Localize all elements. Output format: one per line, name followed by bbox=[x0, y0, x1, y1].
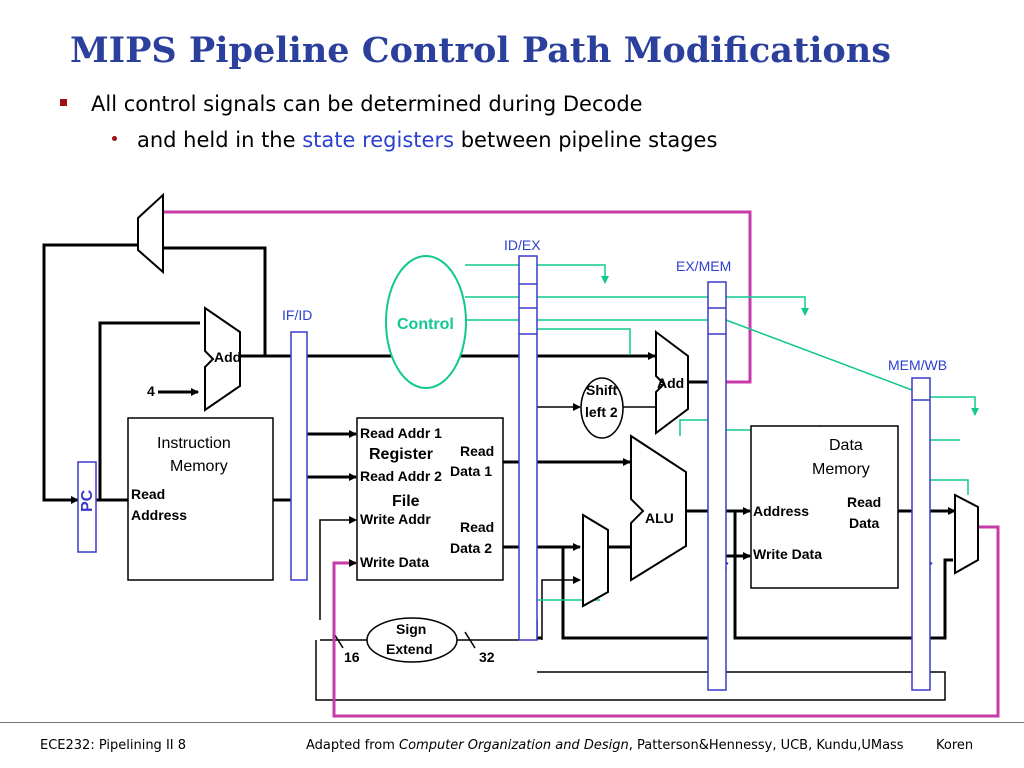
alu-src-mux bbox=[582, 513, 609, 608]
dm-write-data-label: Write Data bbox=[753, 546, 822, 562]
data-memory bbox=[750, 425, 899, 589]
instruction-memory bbox=[127, 417, 274, 581]
rf-read-data-1b: Data 1 bbox=[450, 463, 492, 479]
shift-left-2 bbox=[580, 377, 624, 439]
dm-data-label: Data bbox=[849, 515, 880, 531]
branch-adder-label: Add bbox=[657, 375, 684, 391]
bullet-2-post: between pipeline stages bbox=[454, 128, 718, 152]
data-memory-label-1: Data bbox=[829, 437, 863, 454]
rf-write-addr: Write Addr bbox=[360, 511, 431, 527]
shift-label-1: Shift bbox=[586, 382, 617, 398]
dot-bullet-icon bbox=[112, 135, 117, 141]
pc-mux bbox=[137, 192, 164, 275]
footer-credit-post: , Patterson&Hennessy, UCB, Kundu,UMass bbox=[628, 738, 904, 753]
width-32: 32 bbox=[479, 649, 495, 665]
id-ex-register bbox=[518, 255, 538, 641]
rf-read-data-2a: Read bbox=[460, 519, 494, 535]
branch-adder bbox=[655, 330, 689, 435]
pc-adder bbox=[204, 306, 241, 412]
rf-register-label: Register bbox=[369, 446, 433, 463]
sign-label-2: Extend bbox=[386, 641, 433, 657]
mem-wb-label: MEM/WB bbox=[888, 357, 947, 373]
sign-extend bbox=[366, 617, 458, 663]
bullet-2-highlight: state registers bbox=[302, 128, 455, 152]
footer-left: ECE232: Pipelining II 8 bbox=[40, 738, 187, 753]
instruction-memory-label-1: Instruction bbox=[157, 435, 231, 452]
im-address-label: Address bbox=[131, 507, 187, 523]
rf-write-data: Write Data bbox=[360, 554, 429, 570]
ex-mem-register bbox=[707, 281, 727, 691]
control-unit bbox=[385, 255, 467, 389]
thin-wires bbox=[315, 403, 946, 701]
footer-credit-book: Computer Organization and Design bbox=[399, 738, 629, 753]
if-id-label: IF/ID bbox=[282, 307, 312, 323]
bullet-1: All control signals can be determined du… bbox=[60, 92, 643, 116]
footer-credit: Adapted from Computer Organization and D… bbox=[306, 738, 904, 753]
instruction-memory-label-2: Memory bbox=[170, 458, 228, 475]
rf-read-data-1a: Read bbox=[460, 443, 494, 459]
datapath-wires bbox=[42, 243, 956, 640]
id-ex-label: ID/EX bbox=[504, 237, 541, 253]
footer-rule bbox=[0, 722, 1024, 723]
register-file bbox=[356, 417, 504, 581]
dm-address-label: Address bbox=[753, 503, 809, 519]
if-id-register bbox=[290, 331, 308, 581]
footer-right: Koren bbox=[936, 738, 974, 753]
alu-label: ALU bbox=[645, 510, 674, 526]
control-label: Control bbox=[397, 316, 454, 333]
dm-read-label: Read bbox=[847, 494, 881, 510]
constant-four: 4 bbox=[147, 383, 155, 399]
mem-wb-register bbox=[911, 377, 931, 691]
square-bullet-icon bbox=[60, 98, 67, 106]
pc-register bbox=[77, 461, 97, 553]
sign-label-1: Sign bbox=[396, 621, 426, 637]
shift-label-2: left 2 bbox=[585, 404, 618, 420]
slide-title: MIPS Pipeline Control Path Modifications bbox=[70, 30, 891, 71]
pc-label: PC bbox=[79, 489, 96, 512]
footer-credit-pre: Adapted from bbox=[306, 738, 399, 753]
pc-adder-label: Add bbox=[214, 349, 241, 365]
ex-mem-label: EX/MEM bbox=[676, 258, 731, 274]
data-memory-label-2: Memory bbox=[812, 461, 870, 478]
bullet-2: and held in the state registers between … bbox=[112, 128, 717, 152]
control-signals bbox=[465, 264, 979, 601]
bullet-2-pre: and held in the bbox=[137, 128, 303, 152]
im-read-label: Read bbox=[131, 486, 165, 502]
rf-read-addr-2: Read Addr 2 bbox=[360, 468, 442, 484]
width-16: 16 bbox=[344, 649, 360, 665]
rf-file-label: File bbox=[392, 493, 420, 510]
rf-read-addr-1: Read Addr 1 bbox=[360, 425, 442, 441]
wb-mux bbox=[954, 493, 979, 575]
alu bbox=[630, 434, 687, 582]
rf-read-data-2b: Data 2 bbox=[450, 540, 492, 556]
bullet-1-text: All control signals can be determined du… bbox=[91, 92, 643, 116]
